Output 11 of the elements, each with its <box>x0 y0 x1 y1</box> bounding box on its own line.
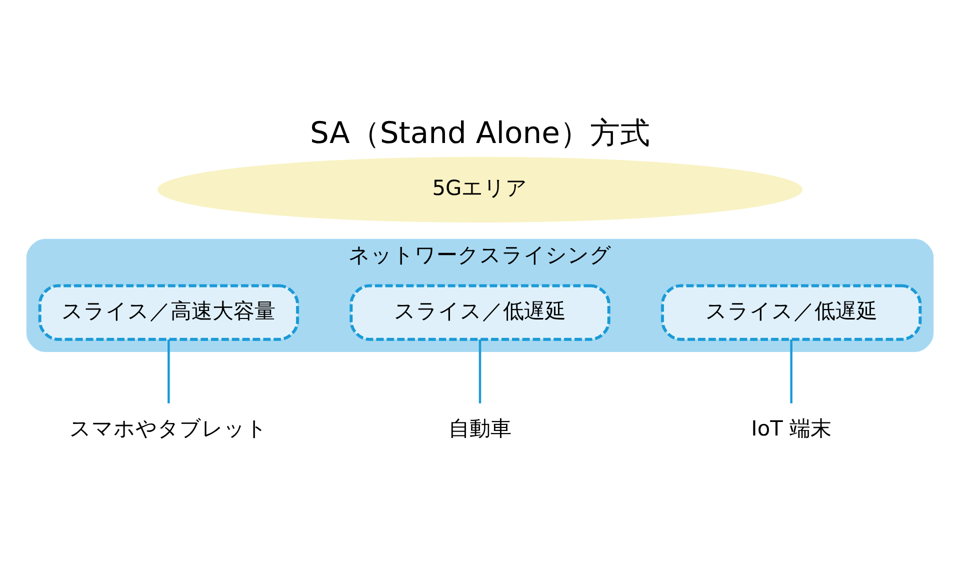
node-text: IoT 端末 <box>751 416 832 440</box>
node-box: スライス／高速大容量 <box>38 284 300 340</box>
node-text: 自動車 <box>448 416 512 440</box>
node-box: スライス／低遅延 <box>660 284 922 340</box>
connector <box>790 339 792 403</box>
diagram-title: SA（Stand Alone）方式 <box>310 115 650 150</box>
node-ellipse: 5Gエリア <box>158 156 802 222</box>
node-text: スマホやタブレット <box>70 416 268 440</box>
connector <box>478 339 482 403</box>
node-box: スライス／低遅延 <box>350 284 610 340</box>
connector <box>168 339 170 403</box>
